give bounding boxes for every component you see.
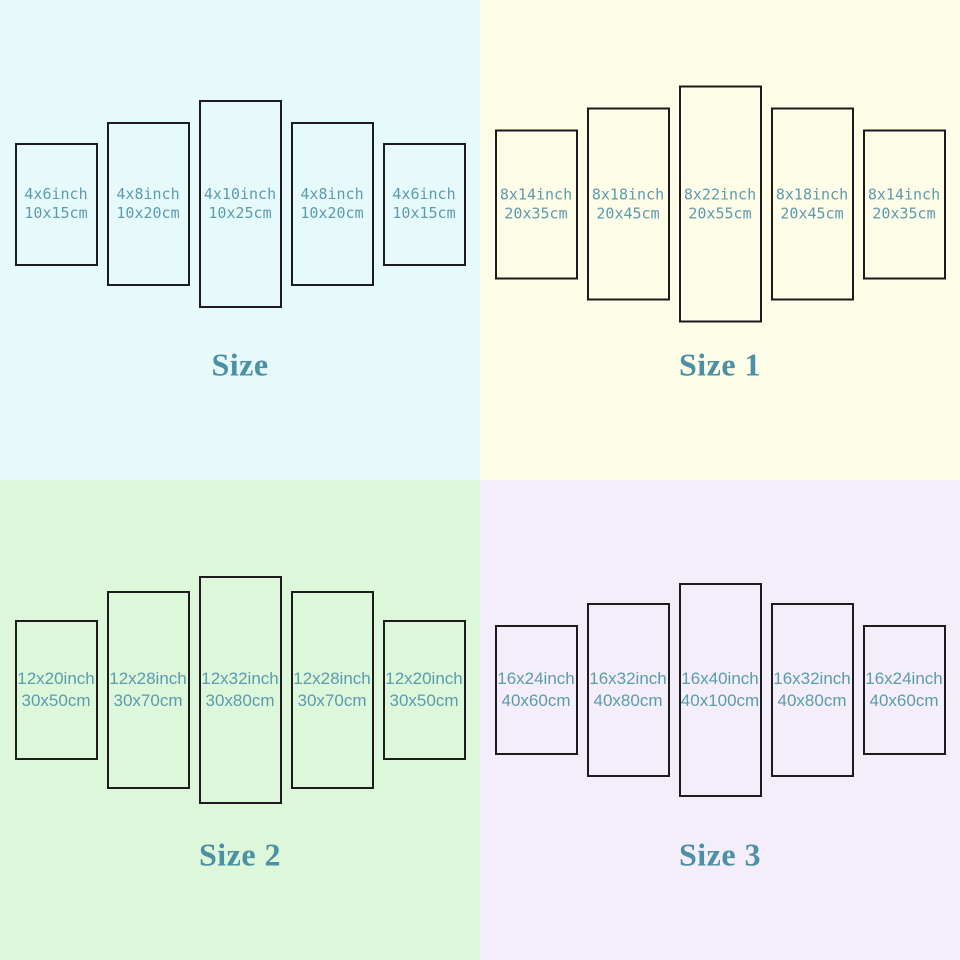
quadrant-title: Size 2 — [198, 836, 282, 873]
panel-size-inch: 4x6inch — [24, 185, 88, 203]
panel-size-cm: 20x45cm — [596, 204, 660, 222]
canvas-panel: 16x24inch 40x60cm — [862, 625, 946, 755]
canvas-panel: 12x28inch 30x70cm — [106, 591, 190, 789]
canvas-panel: 4x6inch 10x15cm — [382, 142, 466, 266]
panel-size-inch: 8x14inch — [867, 185, 941, 203]
panel-size-inch: 12x32inch — [201, 669, 279, 688]
panel-size-cm: 10x20cm — [300, 204, 364, 222]
panel-size-cm: 20x35cm — [504, 204, 568, 222]
quadrant-title: Size 1 — [678, 346, 762, 383]
canvas-panel: 8x14inch 20x35cm — [494, 129, 578, 279]
canvas-panel: 8x22inch 20x55cm — [678, 85, 762, 323]
canvas-panel: 4x10inch 10x25cm — [198, 100, 282, 308]
canvas-panel: 12x20inch 30x50cm — [382, 620, 466, 760]
canvas-panel: 16x40inch 40x100cm — [678, 583, 762, 797]
canvas-panel: 12x32inch 30x80cm — [198, 576, 282, 804]
panel-size-inch: 12x28inch — [293, 669, 371, 688]
quadrant-title: Size — [211, 346, 269, 383]
panel-size-cm: 10x15cm — [392, 204, 456, 222]
canvas-panel: 16x24inch 40x60cm — [494, 625, 578, 755]
panel-size-inch: 12x20inch — [17, 669, 95, 688]
panel-size-cm: 30x70cm — [297, 691, 367, 710]
panel-size-inch: 8x22inch — [683, 185, 757, 203]
panel-size-inch: 16x24inch — [497, 669, 575, 688]
panel-size-cm: 40x60cm — [501, 691, 571, 710]
quadrant-size: 4x6inch 10x15cm 4x8inch 10x20cm 4x10inch… — [0, 0, 480, 480]
panel-size-cm: 30x50cm — [21, 691, 91, 710]
panel-size-cm: 30x80cm — [205, 691, 275, 710]
panel-size-cm: 20x45cm — [780, 204, 844, 222]
panel-row: 4x6inch 10x15cm 4x8inch 10x20cm 4x10inch… — [0, 100, 480, 308]
canvas-panel: 8x18inch 20x45cm — [586, 107, 670, 301]
panel-size-inch: 12x20inch — [385, 669, 463, 688]
canvas-panel: 8x18inch 20x45cm — [770, 107, 854, 301]
panel-size-cm: 10x20cm — [116, 204, 180, 222]
quadrant-size-3: 16x24inch 40x60cm 16x32inch 40x80cm 16x4… — [480, 480, 960, 960]
panel-size-inch: 16x40inch — [681, 669, 759, 688]
panel-size-cm: 40x100cm — [680, 691, 760, 710]
panel-size-cm: 30x50cm — [389, 691, 459, 710]
panel-size-inch: 16x24inch — [865, 669, 943, 688]
panel-row: 12x20inch 30x50cm 12x28inch 30x70cm 12x3… — [0, 576, 480, 804]
panel-size-inch: 12x28inch — [109, 669, 187, 688]
canvas-panel: 4x8inch 10x20cm — [106, 122, 190, 286]
panel-size-cm: 20x35cm — [872, 204, 936, 222]
canvas-panel: 16x32inch 40x80cm — [770, 603, 854, 777]
panel-size-inch: 4x10inch — [203, 185, 277, 203]
panel-size-cm: 10x15cm — [24, 204, 88, 222]
panel-row: 8x14inch 20x35cm 8x18inch 20x45cm 8x22in… — [480, 85, 960, 323]
panel-size-inch: 8x14inch — [499, 185, 573, 203]
panel-size-inch: 16x32inch — [773, 669, 851, 688]
canvas-panel: 8x14inch 20x35cm — [862, 129, 946, 279]
panel-row: 16x24inch 40x60cm 16x32inch 40x80cm 16x4… — [480, 583, 960, 797]
panel-size-inch: 8x18inch — [775, 185, 849, 203]
canvas-panel: 12x28inch 30x70cm — [290, 591, 374, 789]
canvas-panel: 4x8inch 10x20cm — [290, 122, 374, 286]
panel-size-cm: 40x80cm — [777, 691, 847, 710]
panel-size-cm: 30x70cm — [113, 691, 183, 710]
canvas-panel: 16x32inch 40x80cm — [586, 603, 670, 777]
panel-size-cm: 40x80cm — [593, 691, 663, 710]
canvas-panel: 12x20inch 30x50cm — [14, 620, 98, 760]
quadrant-size-1: 8x14inch 20x35cm 8x18inch 20x45cm 8x22in… — [480, 0, 960, 480]
panel-size-cm: 20x55cm — [688, 204, 752, 222]
panel-size-cm: 10x25cm — [208, 204, 272, 222]
quadrant-size-2: 12x20inch 30x50cm 12x28inch 30x70cm 12x3… — [0, 480, 480, 960]
panel-size-cm: 40x60cm — [869, 691, 939, 710]
canvas-panel: 4x6inch 10x15cm — [14, 142, 98, 266]
panel-size-inch: 4x8inch — [300, 185, 364, 203]
panel-size-inch: 8x18inch — [591, 185, 665, 203]
quadrant-title: Size 3 — [678, 836, 762, 873]
panel-size-inch: 16x32inch — [589, 669, 667, 688]
panel-size-inch: 4x6inch — [392, 185, 456, 203]
panel-size-inch: 4x8inch — [116, 185, 180, 203]
